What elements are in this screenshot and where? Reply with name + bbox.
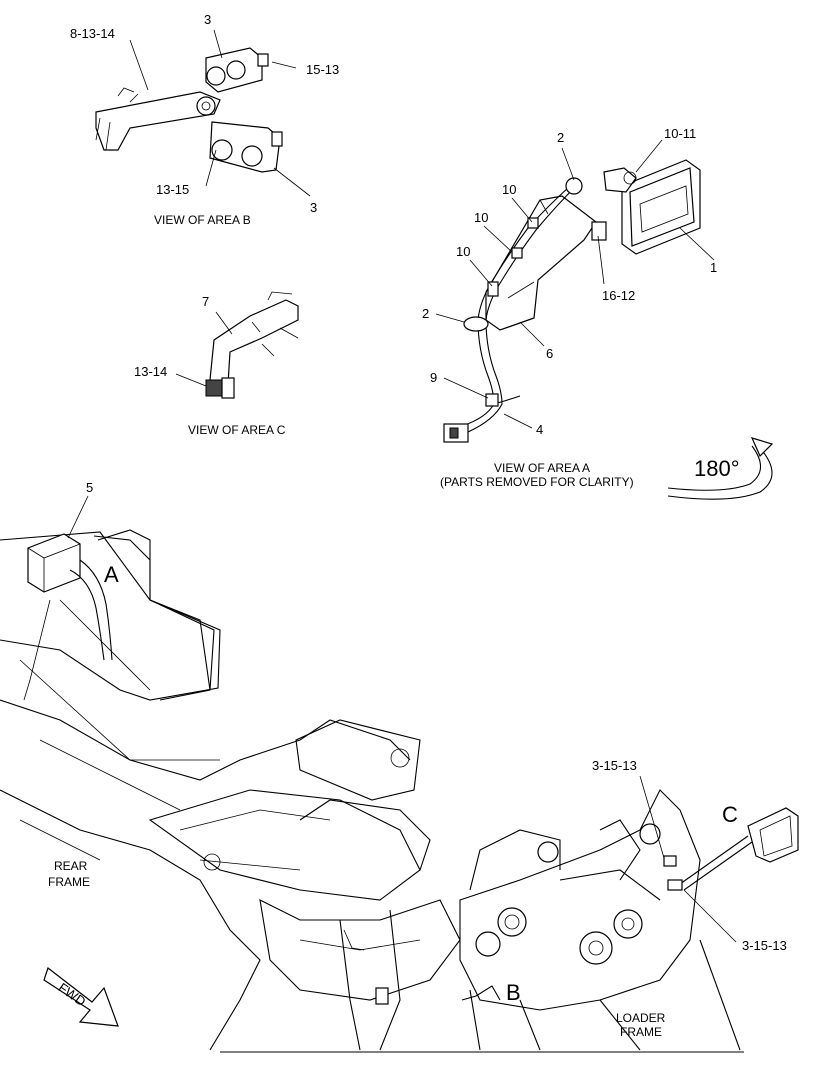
lamp-housing-5 [27,533,81,593]
callout-7: 7 [202,294,209,309]
callout-6: 6 [546,346,553,361]
bracket-6 [485,195,607,331]
callout-9: 9 [430,370,437,385]
rotation-label: 180° [694,456,740,481]
callout-4: 4 [536,422,543,437]
callout-2-top: 2 [557,130,564,145]
view-area-c: 7 13-14 VIEW OF AREA C [134,291,299,437]
callout-3-top: 3 [204,12,211,27]
callout-16-12: 16-12 [602,288,635,303]
fwd-arrow-icon [43,967,119,1027]
caption-view-area-b: VIEW OF AREA B [154,213,251,227]
callout-15-13: 15-13 [306,62,339,77]
callout-13-14: 13-14 [134,364,167,379]
label-loader-frame-line1: LOADER [616,1011,666,1025]
callout-10-11: 10-11 [664,126,696,141]
callout-10-a: 10 [502,182,516,197]
callout-2-bottom: 2 [422,306,429,321]
area-marker-b: B [506,980,521,1005]
switch-3-top [205,47,269,93]
bracket-7 [205,291,299,399]
callout-5: 5 [86,480,93,495]
switch-3-bottom [209,121,283,173]
callout-1: 1 [710,260,717,275]
area-marker-a: A [104,562,119,587]
label-rear-frame-line2: FRAME [48,875,90,889]
bracket-8-13-14 [95,87,221,151]
rotation-arrow-icon [667,437,774,500]
callout-10-b: 10 [474,210,488,225]
main-frame-drawing: A B C 5 3-15-13 3-15-13 REAR FRAME LOADE… [0,480,799,1053]
view-area-a: 2 10-11 10 10 10 1 16-12 2 6 9 4 VIEW OF… [422,126,774,500]
caption-parts-removed: (PARTS REMOVED FOR CLARITY) [440,475,634,489]
harness-4 [443,177,583,443]
callout-3-bottom: 3 [310,200,317,215]
callout-3-15-13-top: 3-15-13 [592,758,637,773]
callout-13-15: 13-15 [156,182,189,197]
view-area-b: 8-13-14 3 15-13 13-15 3 VIEW OF AREA B [70,12,339,227]
callout-10-c: 10 [456,244,470,259]
label-loader-frame-line2: FRAME [620,1025,662,1039]
caption-view-area-c: VIEW OF AREA C [188,423,286,437]
caption-view-area-a: VIEW OF AREA A [494,461,590,475]
label-rear-frame-line1: REAR [54,859,88,873]
lamp-area-c [663,807,799,891]
callout-8-13-14: 8-13-14 [70,26,115,41]
lamp-1 [603,159,701,255]
area-marker-c: C [722,802,738,827]
callout-3-15-13-bottom: 3-15-13 [742,938,787,953]
